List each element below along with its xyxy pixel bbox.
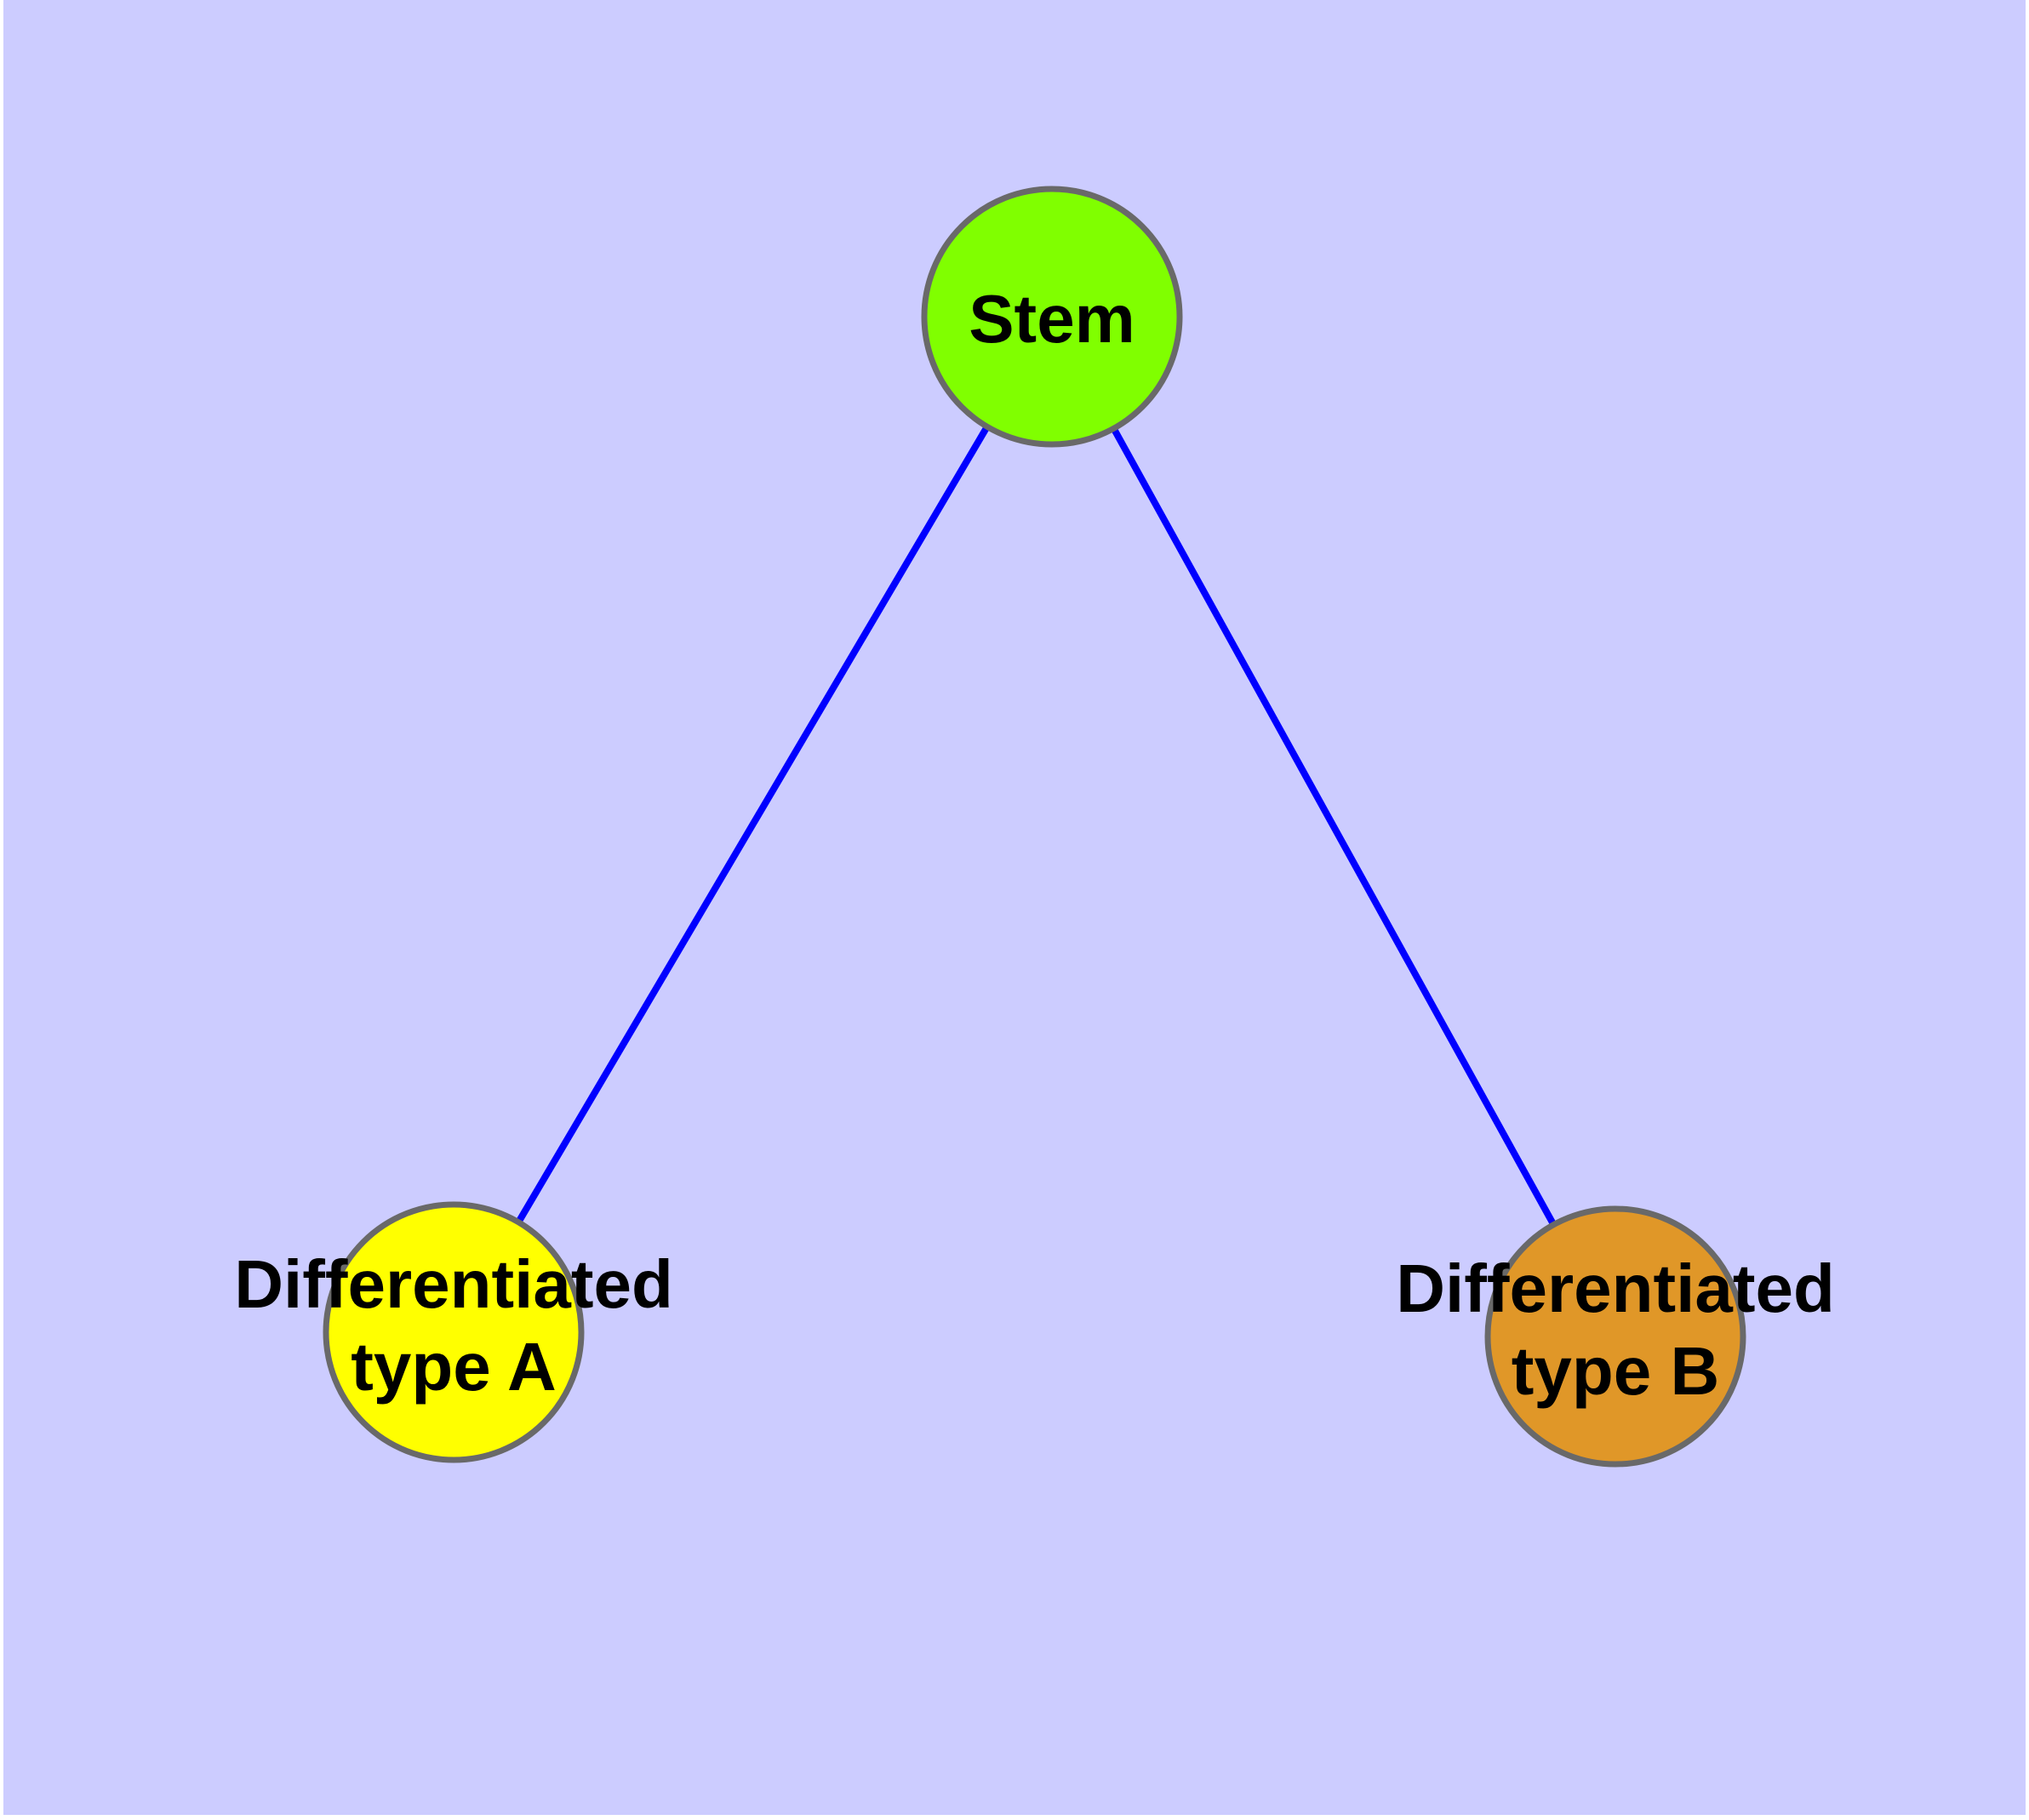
node-label-stem: Stem <box>969 281 1135 357</box>
node-layer <box>323 186 1746 1468</box>
node-stem[interactable] <box>921 186 1183 448</box>
node-differentiated-type-b[interactable] <box>1484 1205 1746 1468</box>
node-differentiated-type-a[interactable] <box>323 1201 585 1463</box>
edge-layer <box>450 314 1619 1338</box>
node-label-differentiated-type-b-line2: type B <box>1512 1333 1720 1409</box>
node-label-differentiated-type-b-line1: Differentiated <box>1396 1251 1835 1326</box>
edge-stem-to-differentiated-type-b[interactable] <box>1049 315 1619 1338</box>
node-label-differentiated-type-a-line1: Differentiated <box>234 1246 673 1322</box>
node-label-differentiated-type-a-line2: type A <box>351 1329 557 1405</box>
edge-stem-to-differentiated-type-a[interactable] <box>450 314 1055 1335</box>
label-layer: Stem Differentiated type A Differentiate… <box>234 281 1835 1409</box>
